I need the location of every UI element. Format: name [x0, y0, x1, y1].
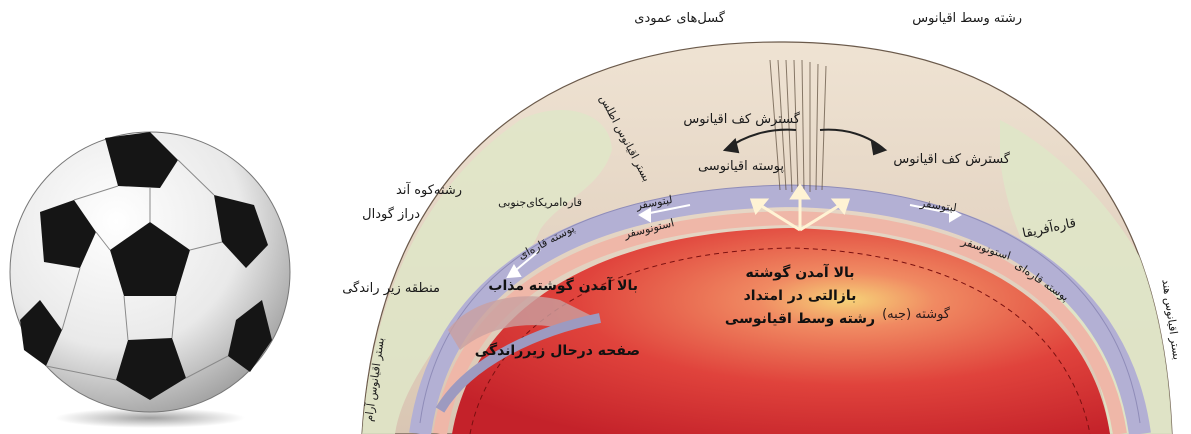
- label-andes: رشته‌کوه آند: [396, 181, 462, 198]
- label-oceanic-crust: پوسته اقیانوسی: [698, 159, 784, 174]
- label-mantle: گوشته (جبه): [882, 306, 951, 322]
- label-upwelling-3: رشته وسط اقیانوسی: [725, 311, 875, 327]
- label-spreading-left: گسترش کف اقیانوس: [683, 111, 800, 127]
- label-upwelling-1: بالا آمدن گوشته: [745, 263, 854, 281]
- label-trench: دراز گودال: [362, 206, 420, 222]
- label-subduction-zone: منطقه زیر راندگی: [342, 280, 440, 296]
- earth-cross-section: [362, 42, 1172, 434]
- soccer-ball-icon: [10, 132, 290, 428]
- label-mid-ocean-ridge: رشته وسط اقیانوس: [912, 11, 1022, 26]
- label-south-america: قاره‌امریکای‌جنوبی: [498, 196, 582, 209]
- label-magma-rising: بالا آمدن گوشته مذاب: [488, 276, 638, 294]
- label-normal-faults: گسل‌های عمودی: [634, 10, 726, 26]
- label-spreading-right: گسترش کف اقیانوس: [893, 151, 1010, 167]
- label-subducting-plate: صفحه درحال زیر‌راندگی: [475, 342, 640, 359]
- label-upwelling-2: بازالتی در امتداد: [744, 288, 857, 304]
